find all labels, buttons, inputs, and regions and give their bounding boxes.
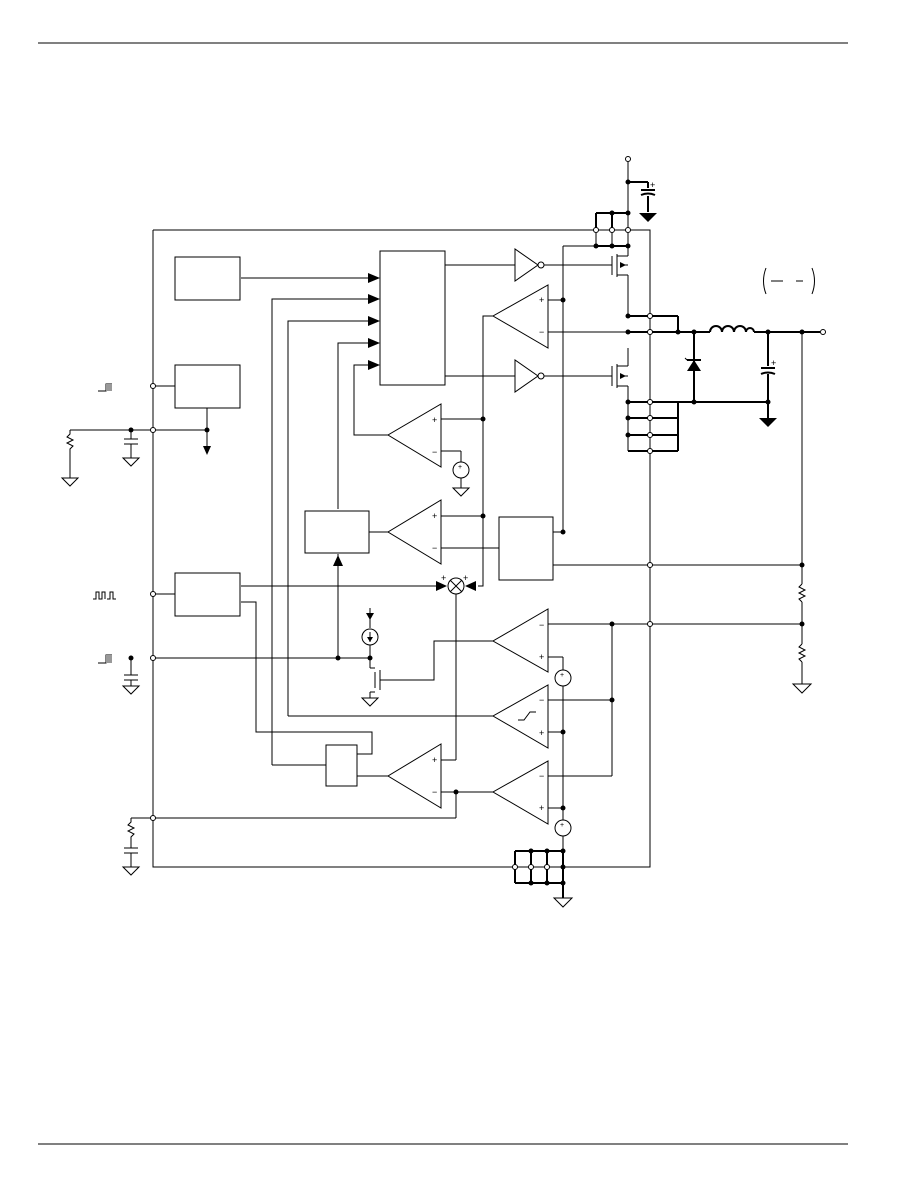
svg-text:−: − (539, 620, 544, 630)
svg-text:−: − (432, 447, 437, 457)
pwm-comparator: + − (478, 246, 566, 587)
svg-text:−: − (539, 327, 544, 337)
svg-text:−: − (539, 771, 544, 781)
svg-text:−: − (432, 543, 437, 553)
svg-text:+: + (432, 755, 437, 765)
pgnd-pins (625, 399, 768, 454)
svg-text:+: + (539, 803, 544, 813)
feedback-divider (548, 332, 813, 694)
svg-text:+: + (432, 415, 437, 425)
soft-start-pin (98, 608, 493, 707)
svg-text:+: + (441, 573, 446, 583)
svg-text:+: + (539, 728, 544, 738)
switch-node (544, 313, 710, 335)
uvp-comparator: − + + (491, 624, 613, 851)
ic-outline (152, 229, 651, 868)
output-filter: + (684, 267, 826, 427)
svg-text:+: + (560, 822, 564, 829)
oscillator: + + (174, 572, 476, 760)
error-amplifier: + − (304, 499, 563, 658)
vin-supply: + (563, 156, 657, 249)
ovp-comparator: − + + (491, 608, 615, 732)
svg-text:+: + (539, 295, 544, 305)
svg-text:+: + (560, 672, 564, 679)
low-side-driver (445, 359, 612, 393)
current-sense-amplifier: + − (272, 743, 493, 818)
svg-text:−: − (539, 695, 544, 705)
high-side-mosfet (611, 246, 629, 316)
enable-block (98, 364, 241, 455)
rt-pin (60, 427, 207, 487)
svg-text:+: + (458, 464, 462, 471)
reference-block (174, 256, 241, 301)
current-limit-comparator: + − + (387, 403, 486, 497)
svg-text:+: + (432, 511, 437, 521)
pgood-comparator: − + (288, 684, 615, 749)
ocset-pin (121, 815, 456, 876)
input-cap-plus: + (650, 180, 655, 190)
agnd-pins (512, 848, 574, 908)
svg-text:+: + (539, 652, 544, 662)
vcc-bus (560, 529, 566, 535)
control-logic (241, 250, 446, 765)
svg-text:+: + (463, 573, 468, 583)
output-cap-plus: + (771, 358, 776, 368)
high-side-driver (445, 248, 612, 282)
svg-text:−: − (432, 787, 437, 797)
sync-pin (93, 591, 175, 600)
